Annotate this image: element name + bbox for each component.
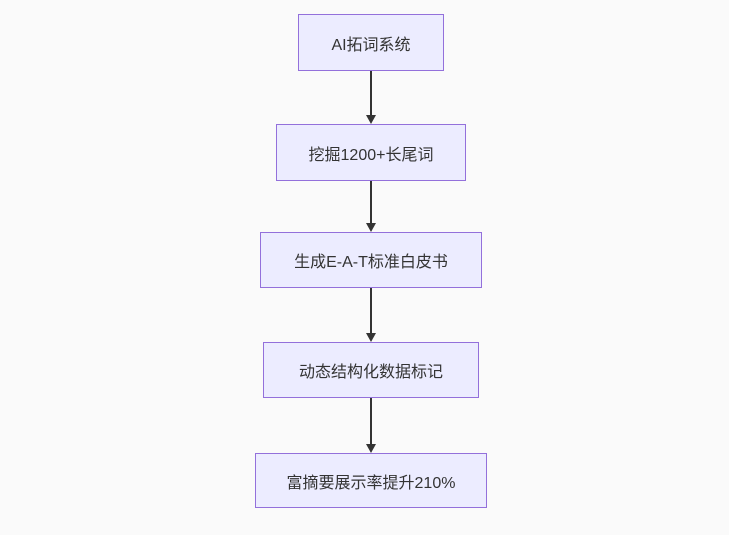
arrow-line [370, 71, 372, 117]
arrowhead-icon [366, 115, 376, 124]
flowchart-node-eat-whitepaper: 生成E-A-T标准白皮书 [260, 232, 482, 288]
node-label: 生成E-A-T标准白皮书 [294, 254, 448, 271]
flowchart-arrow-3 [366, 288, 376, 342]
flowchart-node-structured-data-markup: 动态结构化数据标记 [263, 342, 479, 398]
node-label: 富摘要展示率提升210% [286, 474, 456, 492]
flowchart-node-ai-word-expansion-system: AI拓词系统 [298, 14, 444, 71]
flowchart-arrow-4 [366, 398, 376, 453]
node-label: AI拓词系统 [331, 36, 411, 54]
node-label: 动态结构化数据标记 [298, 364, 443, 381]
arrowhead-icon [366, 444, 376, 453]
flowchart-node-rich-snippet-rate: 富摘要展示率提升210% [255, 453, 487, 508]
arrow-line [370, 398, 372, 446]
flowchart-arrow-1 [366, 71, 376, 124]
node-label: 挖掘1200+长尾词 [308, 146, 434, 164]
arrow-line [370, 288, 372, 335]
flowchart-arrow-2 [366, 181, 376, 232]
flowchart-node-longtail-keywords: 挖掘1200+长尾词 [276, 124, 466, 181]
arrowhead-icon [366, 223, 376, 232]
arrowhead-icon [366, 333, 376, 342]
arrow-line [370, 181, 372, 225]
